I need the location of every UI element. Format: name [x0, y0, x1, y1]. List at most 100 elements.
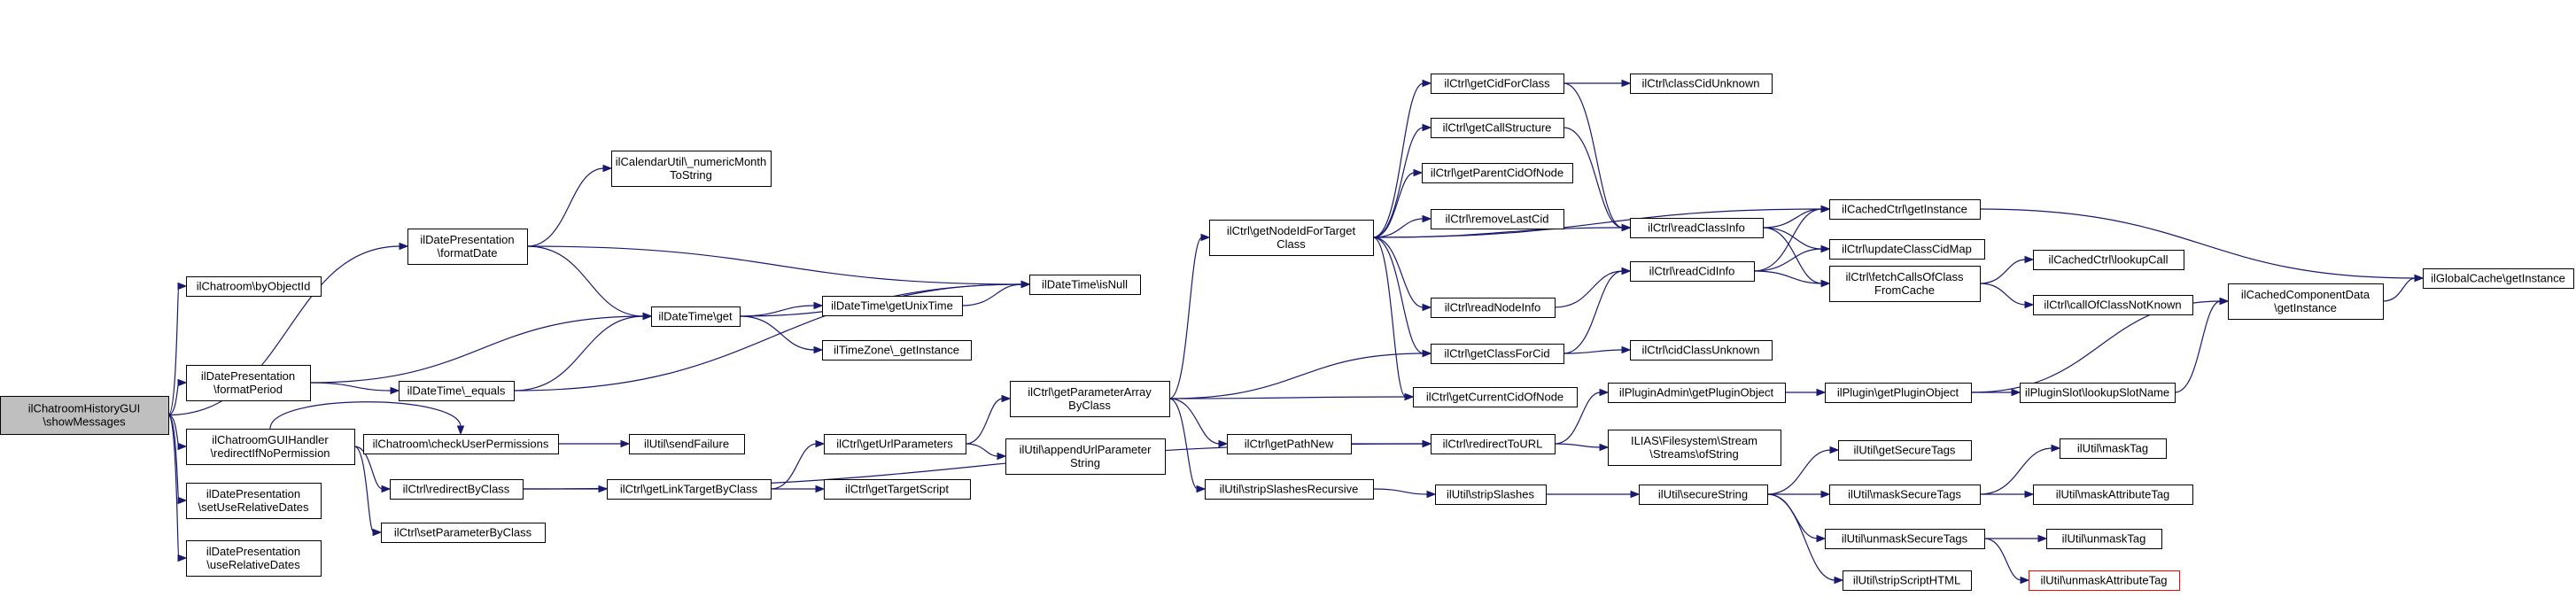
- node-box[interactable]: [822, 296, 963, 316]
- node-box[interactable]: [1608, 430, 1781, 466]
- node-formatDate[interactable]: ilDatePresentation\formatDate: [407, 229, 528, 265]
- node-updateClassCidMap[interactable]: ilCtrl\updateClassCidMap: [1829, 239, 1985, 260]
- node-callOfClassNotKnown[interactable]: ilCtrl\callOfClassNotKnown: [2033, 295, 2193, 315]
- node-getCurrentCid[interactable]: ilCtrl\getCurrentCidOfNode: [1413, 387, 1578, 407]
- node-box[interactable]: [2029, 570, 2180, 591]
- node-secureString[interactable]: ilUtil\secureString: [1639, 485, 1768, 505]
- node-readClassInfo[interactable]: ilCtrl\readClassInfo: [1630, 218, 1764, 238]
- node-getCidForClass[interactable]: ilCtrl\getCidForClass: [1431, 74, 1564, 94]
- node-box[interactable]: [186, 276, 322, 297]
- node-readNodeInfo[interactable]: ilCtrl\readNodeInfo: [1431, 298, 1556, 318]
- node-setUseRelDates[interactable]: ilDatePresentation\setUseRelativeDates: [186, 483, 322, 519]
- node-box[interactable]: [1825, 529, 1985, 549]
- node-box[interactable]: [1829, 266, 1981, 302]
- node-formatPeriod[interactable]: ilDatePresentation\formatPeriod: [186, 365, 311, 401]
- node-box[interactable]: [2033, 295, 2193, 315]
- node-box[interactable]: [2046, 529, 2162, 549]
- node-removeLastCid[interactable]: ilCtrl\removeLastCid: [1431, 209, 1564, 229]
- node-box[interactable]: [1630, 340, 1773, 361]
- node-box[interactable]: [186, 540, 322, 577]
- node-globalCacheGetInstance[interactable]: ilGlobalCache\getInstance: [2423, 268, 2574, 289]
- node-box[interactable]: [1825, 383, 1972, 403]
- node-redirectToURL[interactable]: ilCtrl\redirectToURL: [1431, 434, 1556, 454]
- node-box[interactable]: [824, 479, 971, 500]
- node-box[interactable]: [1431, 298, 1556, 318]
- node-unmaskAttributeTag[interactable]: ilUtil\unmaskAttributeTag: [2029, 570, 2180, 591]
- node-isNull[interactable]: ilDateTime\isNull: [1029, 275, 1141, 295]
- node-box[interactable]: [2060, 438, 2167, 459]
- node-redirectIfNoPerm[interactable]: ilChatroomGUIHandler\redirectIfNoPermiss…: [186, 429, 355, 465]
- node-lookupSlotName[interactable]: ilPluginSlot\lookupSlotName: [2020, 383, 2176, 403]
- node-readCidInfo[interactable]: ilCtrl\readCidInfo: [1630, 261, 1755, 282]
- node-box[interactable]: [1431, 209, 1564, 229]
- node-getCallStructure[interactable]: ilCtrl\getCallStructure: [1431, 118, 1564, 138]
- node-dtEquals[interactable]: ilDateTime\_equals: [399, 381, 515, 401]
- node-box[interactable]: [186, 429, 355, 465]
- node-getClassForCid[interactable]: ilCtrl\getClassForCid: [1431, 344, 1564, 364]
- node-classCidUnknown[interactable]: ilCtrl\classCidUnknown: [1630, 74, 1773, 94]
- node-box[interactable]: [363, 434, 559, 454]
- node-setParamByClass[interactable]: ilCtrl\setParameterByClass: [381, 523, 546, 543]
- node-stripScriptHTML[interactable]: ilUtil\stripScriptHTML: [1843, 570, 1972, 591]
- node-stripSlashes[interactable]: ilUtil\stripSlashes: [1435, 485, 1547, 505]
- node-useRelDates[interactable]: ilDatePresentation\useRelativeDates: [186, 540, 322, 577]
- node-pluginGetPluginObject[interactable]: ilPlugin\getPluginObject: [1825, 383, 1972, 403]
- node-getParentCid[interactable]: ilCtrl\getParentCidOfNode: [1422, 163, 1573, 183]
- node-getSecureTags[interactable]: ilUtil\getSecureTags: [1838, 440, 1972, 461]
- node-getUnixTime[interactable]: ilDateTime\getUnixTime: [822, 296, 963, 316]
- node-box[interactable]: [0, 396, 169, 435]
- node-box[interactable]: [1829, 239, 1985, 260]
- node-box[interactable]: [1005, 438, 1166, 475]
- node-ofString[interactable]: ILIAS\Filesystem\Stream\Streams\ofString: [1608, 430, 1781, 466]
- node-box[interactable]: [1431, 74, 1564, 94]
- node-box[interactable]: [651, 306, 741, 327]
- node-box[interactable]: [1630, 218, 1764, 238]
- node-checkUserPerm[interactable]: ilChatroom\checkUserPermissions: [363, 434, 559, 454]
- node-cidClassUnknown[interactable]: ilCtrl\cidClassUnknown: [1630, 340, 1773, 361]
- node-box[interactable]: [1431, 118, 1564, 138]
- node-box[interactable]: [1010, 381, 1170, 417]
- node-dtGet[interactable]: ilDateTime\get: [651, 306, 741, 327]
- node-box[interactable]: [1608, 383, 1786, 403]
- node-box[interactable]: [2033, 485, 2193, 505]
- node-box[interactable]: [1838, 440, 1972, 461]
- node-cachedCompGetInstance[interactable]: ilCachedComponentData\getInstance: [2228, 283, 2384, 320]
- node-cachedGetInstance[interactable]: ilCachedCtrl\getInstance: [1829, 199, 1981, 220]
- node-box[interactable]: [1205, 479, 1374, 500]
- node-sendFailure[interactable]: ilUtil\sendFailure: [629, 434, 745, 454]
- node-box[interactable]: [186, 365, 311, 401]
- node-box[interactable]: [186, 483, 322, 519]
- node-getTargetScript[interactable]: ilCtrl\getTargetScript: [824, 479, 971, 500]
- node-box[interactable]: [629, 434, 745, 454]
- node-box[interactable]: [1435, 485, 1547, 505]
- node-box[interactable]: [1413, 387, 1578, 407]
- node-box[interactable]: [2033, 250, 2184, 270]
- node-box[interactable]: [1431, 434, 1556, 454]
- node-box[interactable]: [2228, 283, 2384, 320]
- node-byObjectId[interactable]: ilChatroom\byObjectId: [186, 276, 322, 297]
- node-box[interactable]: [2423, 268, 2574, 289]
- node-box[interactable]: [1630, 261, 1755, 282]
- node-box[interactable]: [1630, 74, 1773, 94]
- node-box[interactable]: [1829, 485, 1981, 505]
- node-tzGetInstance[interactable]: ilTimeZone\_getInstance: [822, 340, 972, 361]
- node-box[interactable]: [1829, 199, 1981, 220]
- node-box[interactable]: [1209, 220, 1374, 256]
- node-root[interactable]: ilChatroomHistoryGUI\showMessages: [0, 396, 169, 435]
- node-box[interactable]: [1843, 570, 1972, 591]
- node-maskTag[interactable]: ilUtil\maskTag: [2060, 438, 2167, 459]
- node-getLinkTarget[interactable]: ilCtrl\getLinkTargetByClass: [607, 479, 772, 500]
- node-unmaskTag[interactable]: ilUtil\unmaskTag: [2046, 529, 2162, 549]
- node-box[interactable]: [611, 151, 772, 187]
- node-box[interactable]: [407, 229, 528, 265]
- node-box[interactable]: [1029, 275, 1141, 295]
- node-box[interactable]: [1431, 344, 1564, 364]
- node-getPathNew[interactable]: ilCtrl\getPathNew: [1227, 434, 1352, 454]
- node-box[interactable]: [1422, 163, 1573, 183]
- node-box[interactable]: [399, 381, 515, 401]
- node-maskAttributeTag[interactable]: ilUtil\maskAttributeTag: [2033, 485, 2193, 505]
